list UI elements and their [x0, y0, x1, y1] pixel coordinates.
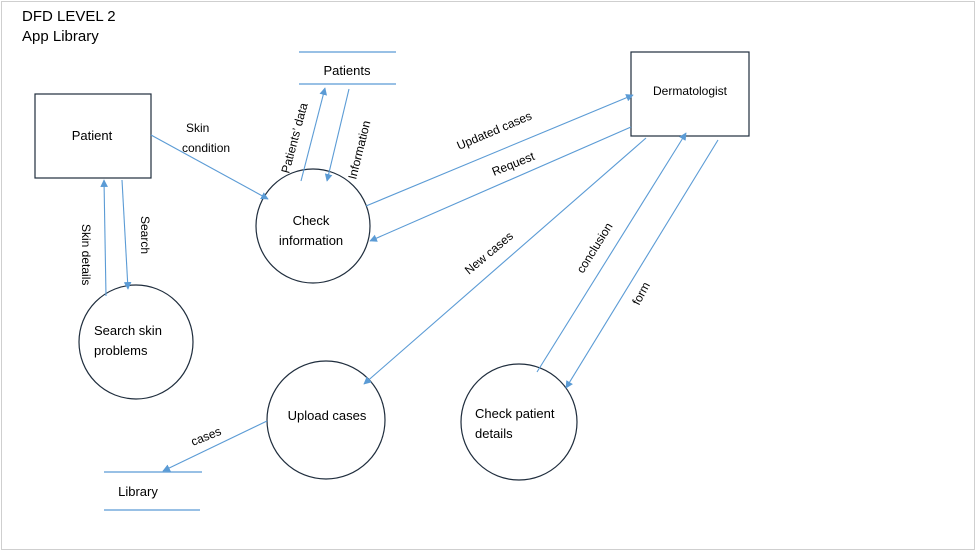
flow-label-new-cases: New cases [462, 229, 516, 277]
flow-arrow-patients-data [300, 87, 327, 182]
flow-arrow-cases [162, 420, 268, 472]
entity-dermatologist: Dermatologist [630, 51, 750, 137]
process-upload-cases: Upload cases [266, 360, 386, 480]
flow-arrow-request [369, 126, 632, 242]
flow-label-skin-details: Skin details [79, 224, 93, 285]
flow-label-information: Information [345, 119, 373, 181]
diagram-title: DFD LEVEL 2 App Library [22, 7, 116, 47]
entity-dermatologist-label: Dermatologist [653, 84, 728, 98]
flow-arrow-updated-cases [365, 94, 634, 207]
entity-patient-label: Patient [72, 128, 113, 143]
flow-label-skin-condition-line-2: condition [182, 141, 230, 155]
store-patients: Patients [299, 51, 396, 85]
entity-patient: Patient [34, 93, 152, 179]
process-check-information: Check information [255, 168, 371, 284]
flow-arrow-skin-details [100, 179, 108, 297]
flow-label-conclusion: conclusion [574, 220, 616, 276]
flow-label-request: Request [490, 149, 537, 179]
title-line-2: App Library [22, 28, 99, 45]
process-check-information-line-2: information [279, 233, 343, 248]
flow-arrow-information [324, 88, 350, 182]
flow-arrow-search [121, 179, 132, 290]
flow-arrow-skin-condition [150, 134, 269, 200]
flow-label-updated-cases: Updated cases [455, 109, 534, 153]
flow-label-search: Search [138, 216, 152, 254]
process-upload-cases-label: Upload cases [288, 408, 367, 423]
flow-label-skin-condition-line-1: Skin [186, 121, 209, 135]
store-patients-label: Patients [324, 63, 371, 78]
process-check-patient-details: Check patient details [460, 363, 578, 481]
flow-arrow-conclusion [536, 132, 687, 373]
process-search-skin-problems-line-1: Search skin [94, 323, 162, 338]
flow-arrow-new-cases [363, 137, 647, 385]
flow-label-form: form [629, 280, 653, 308]
title-line-1: DFD LEVEL 2 [22, 8, 116, 25]
process-check-patient-details-line-2: details [475, 426, 513, 441]
store-library: Library [104, 471, 202, 511]
process-search-skin-problems-line-2: problems [94, 343, 148, 358]
process-search-skin-problems: Search skin problems [78, 284, 194, 400]
process-check-patient-details-line-1: Check patient [475, 406, 555, 421]
store-library-label: Library [118, 484, 158, 499]
flow-arrow-form [565, 139, 719, 389]
process-check-information-line-1: Check [293, 213, 330, 228]
